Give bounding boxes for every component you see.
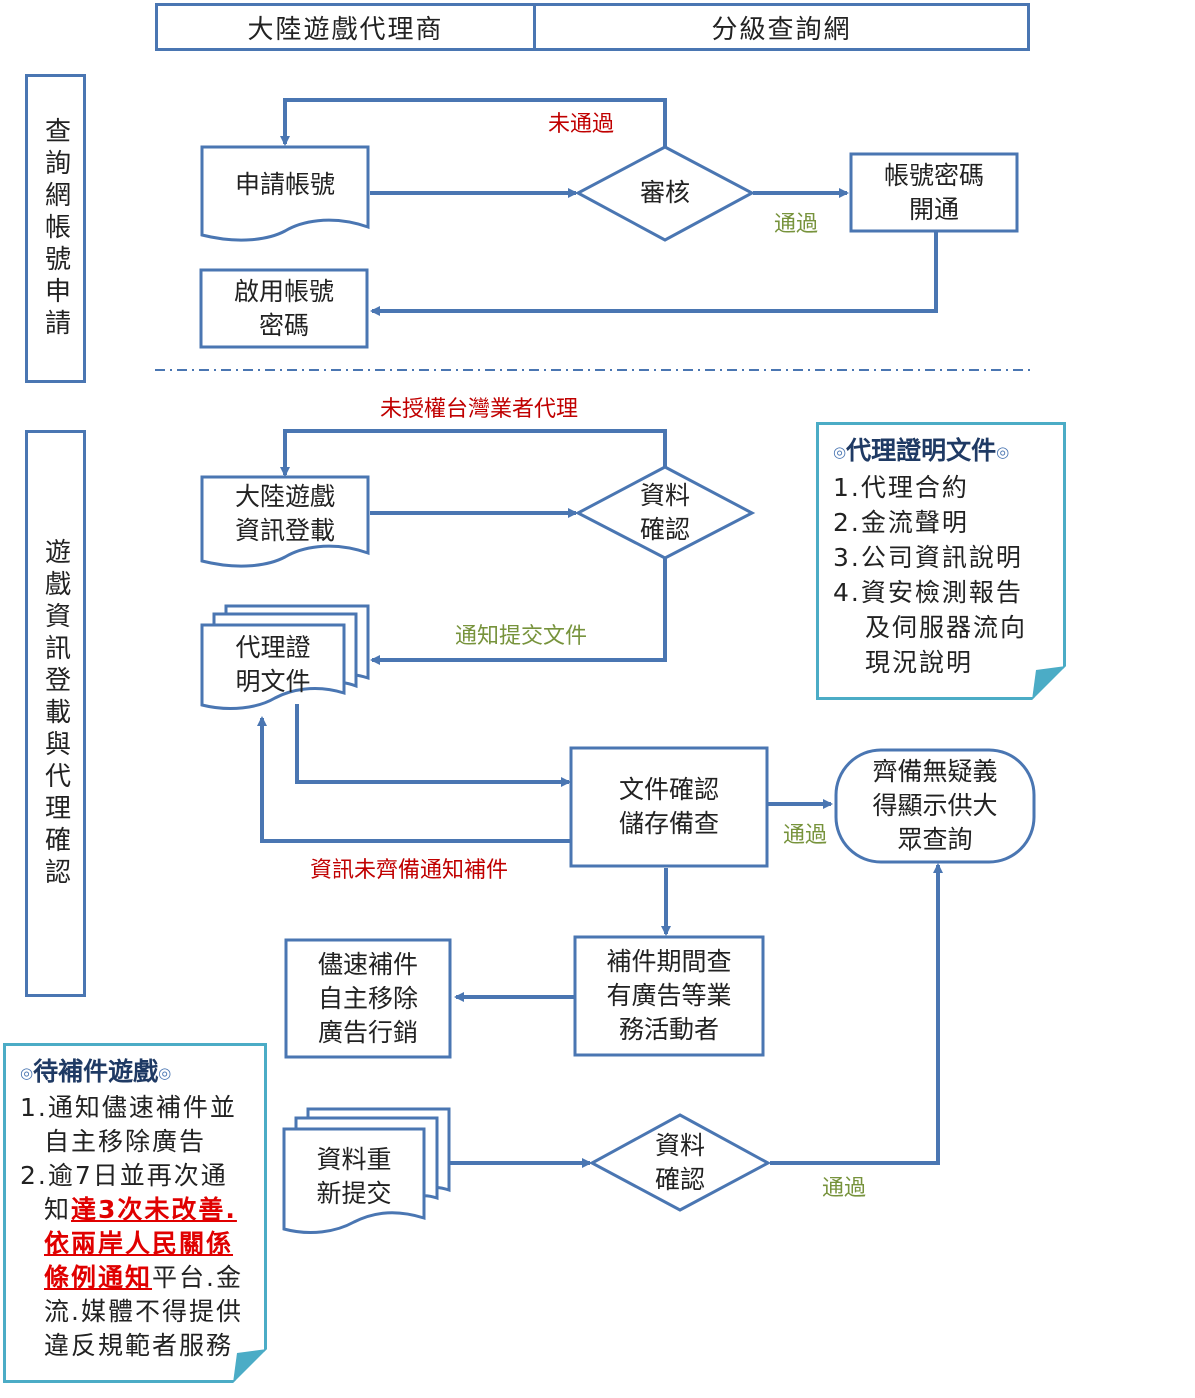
lane-header-agent: 大陸遊戲代理商 bbox=[155, 3, 536, 51]
edge-open-to-activate bbox=[370, 232, 938, 316]
note-pending-symbol-right: ◎ bbox=[158, 1064, 172, 1082]
document-game-register bbox=[200, 475, 370, 568]
edge-label-passed-1: 通過 bbox=[774, 212, 819, 237]
terminal-public-query bbox=[834, 748, 1036, 864]
note-pending-item-2: 2.逾7日並再次通知達3次未改善.依兩岸人民關係條例通知平台.金流.媒體不得提供… bbox=[20, 1159, 254, 1363]
note-docs-item: 2.金流聲明 bbox=[833, 508, 969, 537]
edge-docs-to-confirm bbox=[295, 704, 571, 787]
note-pending-warning: 達3次未改善.依兩岸人民關係條例通知 bbox=[44, 1195, 237, 1292]
multidoc-agency-front bbox=[200, 623, 346, 711]
edge-reject-loop bbox=[280, 98, 667, 150]
document-apply-account bbox=[200, 145, 370, 242]
edge-label-notify-submit: 通知提交文件 bbox=[455, 624, 588, 649]
diamond-data-check-1 bbox=[574, 465, 756, 560]
note-pending-title: ◎待補件遊戲◎ bbox=[20, 1054, 254, 1091]
page-fold-icon bbox=[1032, 666, 1066, 700]
node-data-check-2: 資料 確認 bbox=[654, 1131, 705, 1194]
edge-check2-to-public bbox=[770, 863, 943, 1165]
note-docs-symbol-left: ◎ bbox=[833, 443, 847, 461]
edge-label-unauthorized: 未授權台灣業者代理 bbox=[380, 397, 579, 422]
section-label-account: 查詢網帳號申請 bbox=[25, 74, 86, 383]
node-review: 審核 bbox=[639, 178, 690, 207]
node-apply-account: 申請帳號 bbox=[234, 170, 335, 199]
lane-header-rating-site-label: 分級查詢網 bbox=[711, 14, 852, 45]
note-docs-item-continued: 現況說明 bbox=[865, 648, 974, 677]
note-pending-item-2-lead: 2.逾7日並再次通知 bbox=[20, 1161, 228, 1224]
note-pending-item-2-tail: 平台.金流.媒體不得提供違反規範者服務 bbox=[44, 1263, 243, 1360]
multidoc-resubmit-front bbox=[282, 1127, 426, 1235]
note-docs-item: 4.資安檢測報告 bbox=[833, 578, 1023, 607]
note-docs-item: 1.代理合約 bbox=[833, 473, 969, 502]
lane-header-agent-label: 大陸遊戲代理商 bbox=[247, 14, 444, 45]
note-pending-symbol-left: ◎ bbox=[20, 1064, 34, 1082]
edge-label-not-passed: 未通過 bbox=[548, 112, 615, 137]
box-open-account bbox=[849, 152, 1019, 233]
box-ad-check bbox=[573, 935, 765, 1057]
section-label-registration-text: 遊戲資訊登載與代理確認 bbox=[40, 537, 71, 890]
node-remove-ads: 儘速補件 自主移除 廣告行銷 bbox=[317, 949, 418, 1047]
edge-check-to-docs bbox=[370, 557, 667, 665]
box-doc-confirm bbox=[569, 746, 769, 868]
note-docs-item-continued: 及伺服器流向 bbox=[865, 613, 1028, 642]
note-docs-title-text: 代理證明文件 bbox=[846, 436, 997, 465]
note-docs-symbol-right: ◎ bbox=[996, 443, 1010, 461]
note-pending-title-text: 待補件遊戲 bbox=[33, 1057, 159, 1086]
node-data-check-1: 資料 確認 bbox=[639, 481, 690, 544]
box-remove-ads bbox=[284, 938, 452, 1059]
page-fold-icon bbox=[233, 1349, 267, 1383]
note-pending-item-1: 1.通知儘速補件並自主移除廣告 bbox=[20, 1093, 237, 1156]
diamond-review bbox=[574, 145, 756, 242]
node-open-account: 帳號密碼 開通 bbox=[883, 160, 984, 224]
edge-label-incomplete: 資訊未齊備通知補件 bbox=[310, 858, 509, 883]
node-doc-confirm: 文件確認 儲存備查 bbox=[618, 775, 719, 838]
note-agency-documents: ◎代理證明文件◎ 1.代理合約 2.金流聲明 3.公司資訊說明 4.資安檢測報告… bbox=[816, 422, 1066, 700]
box-activate-account bbox=[199, 268, 369, 349]
edge-label-passed-2: 通過 bbox=[783, 823, 828, 848]
note-agency-documents-title: ◎代理證明文件◎ bbox=[833, 433, 1049, 470]
edge-label-passed-3: 通過 bbox=[822, 1176, 867, 1201]
edge-incomplete-loop bbox=[257, 716, 570, 843]
edge-unauthorized-loop bbox=[280, 429, 667, 477]
section-label-registration: 遊戲資訊登載與代理確認 bbox=[25, 430, 86, 997]
node-resubmit: 資料重 新提交 bbox=[316, 1145, 392, 1208]
node-ad-check: 補件期間查 有廣告等業 務活動者 bbox=[606, 947, 732, 1044]
node-public-query: 齊備無疑義 得顯示供大 眾查詢 bbox=[872, 757, 998, 854]
diamond-data-check-2 bbox=[588, 1113, 772, 1212]
note-pending-games: ◎待補件遊戲◎ 1.通知儘速補件並自主移除廣告 2.逾7日並再次通知達3次未改善… bbox=[3, 1043, 267, 1383]
node-agency-docs: 代理證 明文件 bbox=[235, 633, 311, 696]
node-activate-account: 啟用帳號 密碼 bbox=[233, 276, 334, 340]
note-docs-item: 3.公司資訊說明 bbox=[833, 543, 1023, 572]
lane-header-rating-site: 分級查詢網 bbox=[533, 3, 1030, 51]
section-label-account-text: 查詢網帳號申請 bbox=[40, 116, 71, 341]
node-game-register: 大陸遊戲 資訊登載 bbox=[234, 482, 335, 545]
